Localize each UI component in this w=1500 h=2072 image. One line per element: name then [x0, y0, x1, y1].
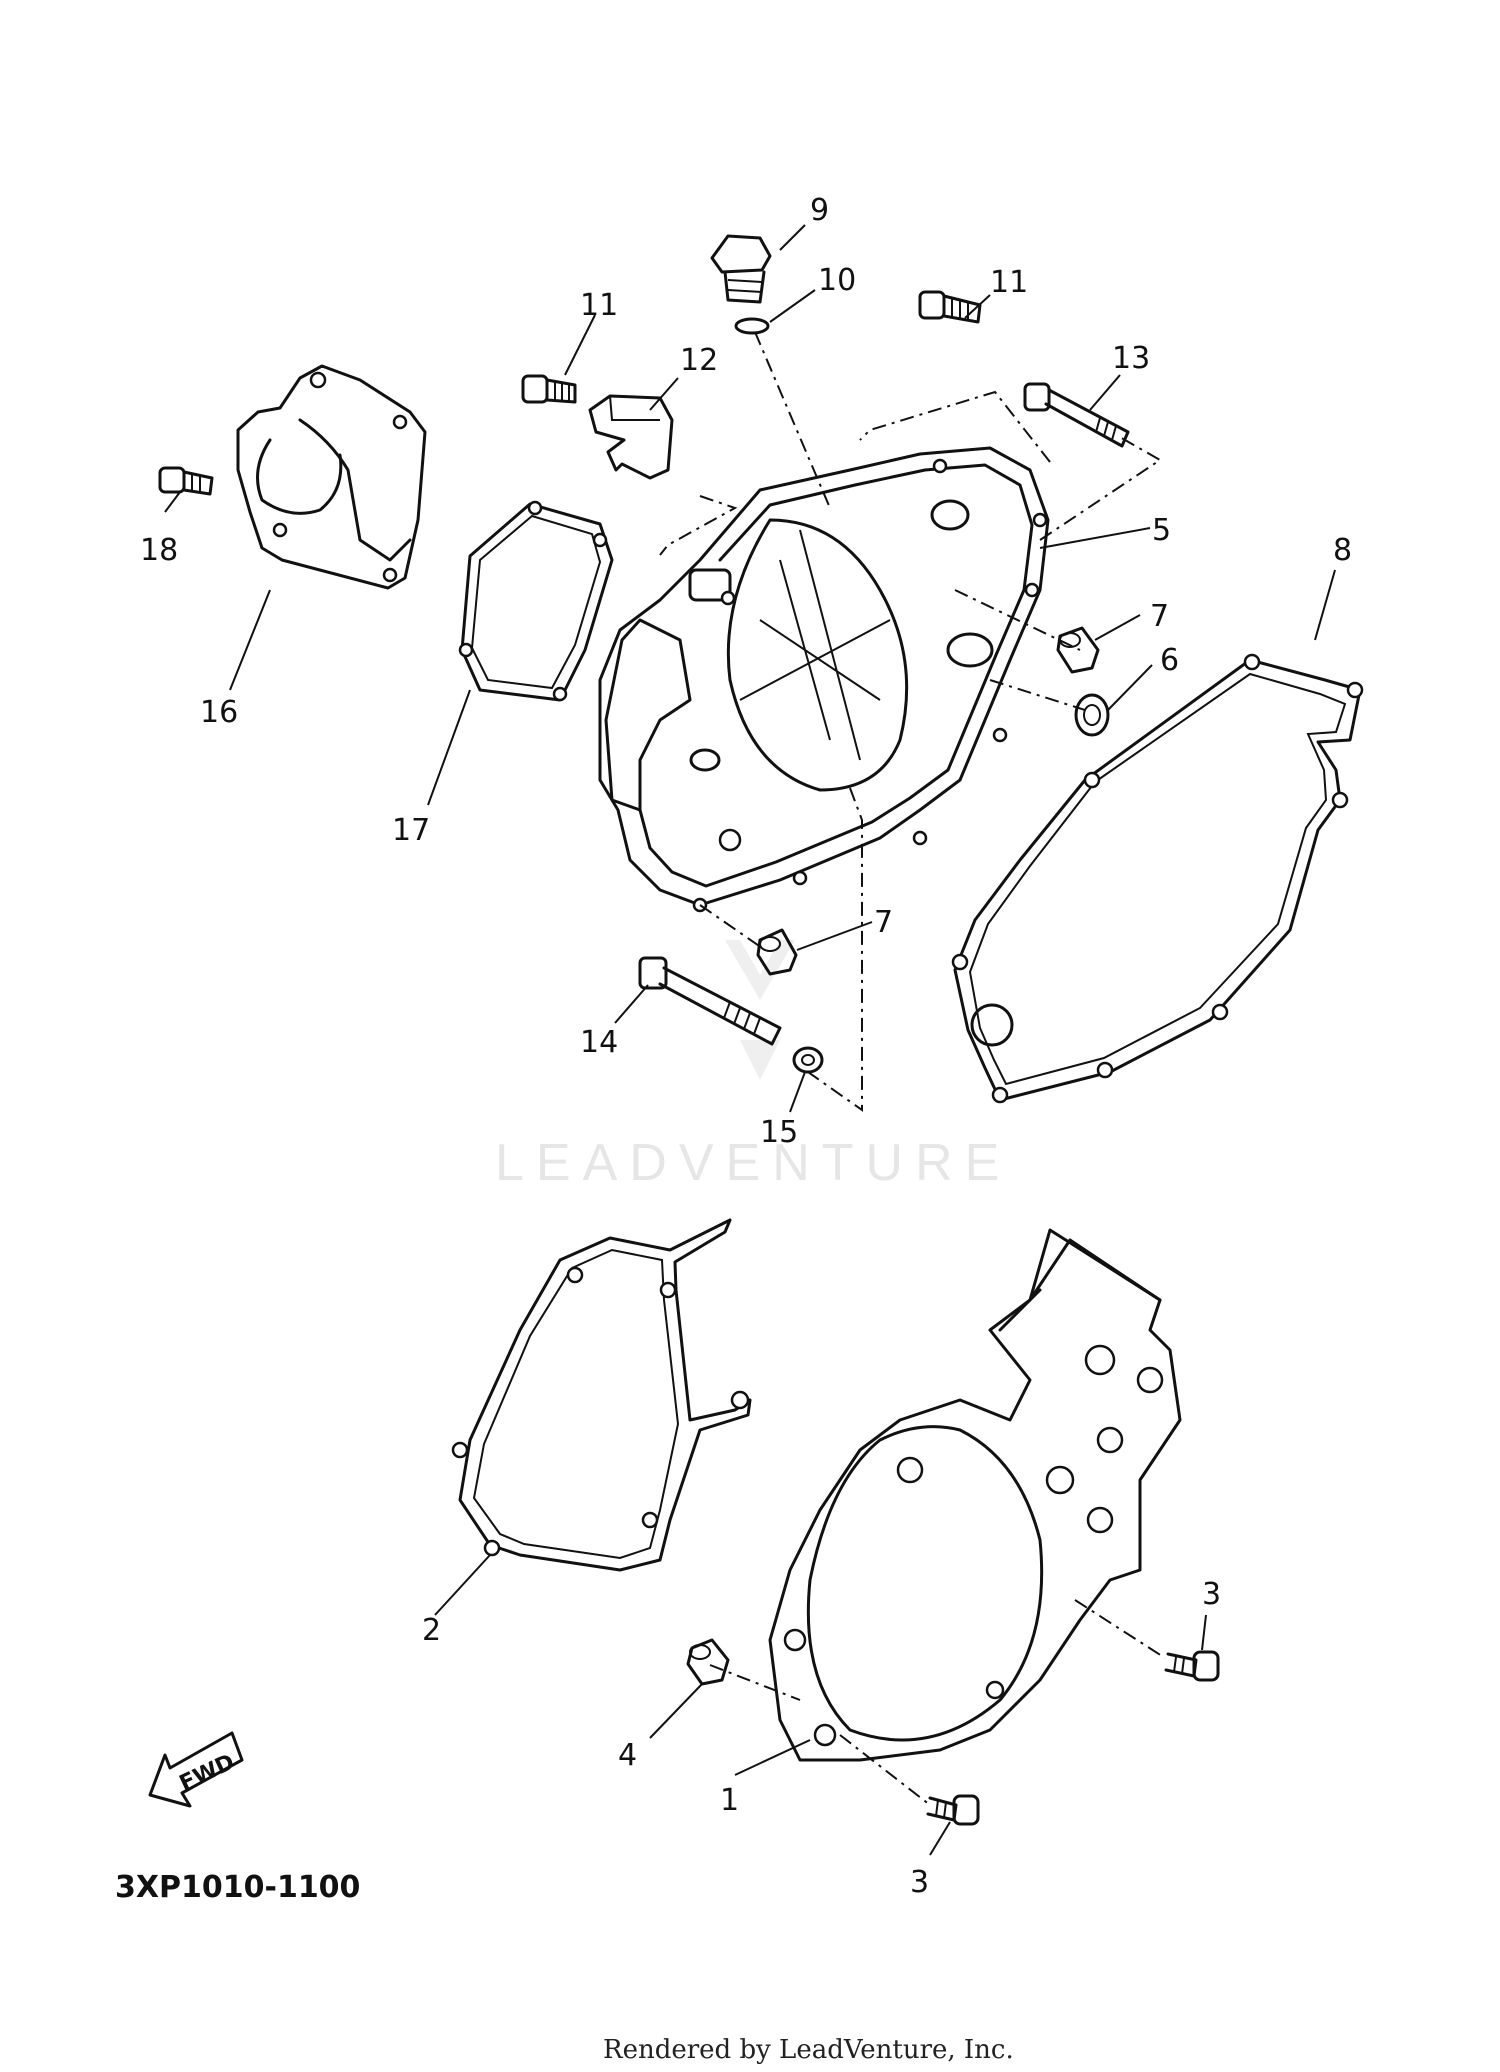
part-o-ring[interactable] — [734, 317, 770, 335]
part-filler-plug[interactable] — [710, 234, 772, 304]
callout-3-lower: 3 — [910, 1865, 929, 1900]
watermark: LEADVENTURE — [495, 940, 1011, 1192]
callout-8: 8 — [1333, 533, 1352, 568]
part-cable-clamp[interactable] — [588, 394, 674, 480]
callout-1: 1 — [720, 1783, 739, 1818]
callout-3-right: 3 — [1202, 1577, 1221, 1612]
part-bolt-18[interactable] — [158, 466, 214, 496]
part-pump-cover[interactable] — [236, 364, 427, 590]
fwd-arrow-icon: FWD — [148, 1731, 244, 1808]
diagram-code: 3XP1010-1100 — [115, 1870, 360, 1905]
callout-2: 2 — [422, 1613, 441, 1648]
part-bolt-3-lower[interactable] — [926, 1794, 980, 1826]
callout-5: 5 — [1152, 513, 1171, 548]
part-dowel-4[interactable] — [686, 1638, 730, 1686]
part-bolt-11-left[interactable] — [521, 374, 577, 404]
credit-line: Rendered by LeadVenture, Inc. — [603, 2035, 1014, 2065]
part-dowel-pin-lower[interactable] — [756, 928, 798, 976]
part-lower-gasket[interactable] — [451, 1218, 752, 1572]
callout-4: 4 — [618, 1738, 637, 1773]
alignment-lines — [659, 331, 1166, 1806]
callout-9: 9 — [810, 193, 829, 228]
part-oil-seal[interactable] — [1074, 693, 1110, 737]
callout-16: 16 — [200, 695, 238, 730]
callout-14: 14 — [580, 1025, 618, 1060]
callout-10: 10 — [818, 263, 856, 298]
callout-labels: 9 10 11 11 12 13 5 8 7 6 18 16 17 7 14 1… — [140, 193, 1352, 1900]
part-washer-15[interactable] — [792, 1046, 824, 1074]
part-bolt-11-right[interactable] — [918, 290, 982, 324]
callout-12: 12 — [680, 343, 718, 378]
callout-13: 13 — [1112, 341, 1150, 376]
callout-7-lower: 7 — [874, 905, 893, 940]
callout-15: 15 — [760, 1115, 798, 1150]
callout-17: 17 — [392, 813, 430, 848]
callout-11-right: 11 — [990, 265, 1028, 300]
part-bolt-3-right[interactable] — [1164, 1650, 1220, 1682]
fwd-label: FWD — [176, 1750, 239, 1797]
watermark-text: LEADVENTURE — [495, 1134, 1011, 1192]
part-crankcase-cover-lower[interactable] — [768, 1228, 1182, 1762]
callout-18: 18 — [140, 533, 178, 568]
callout-7-upper: 7 — [1150, 599, 1169, 634]
part-long-bolt-13[interactable] — [1023, 382, 1130, 448]
callout-6: 6 — [1160, 643, 1179, 678]
part-crankcase-cover[interactable] — [598, 446, 1050, 913]
callout-11-left: 11 — [580, 288, 618, 323]
part-long-bolt-14[interactable] — [638, 956, 782, 1046]
part-cover-gasket[interactable] — [951, 653, 1364, 1104]
part-pump-gasket[interactable] — [458, 500, 614, 702]
leader-lines — [164, 224, 1336, 1856]
